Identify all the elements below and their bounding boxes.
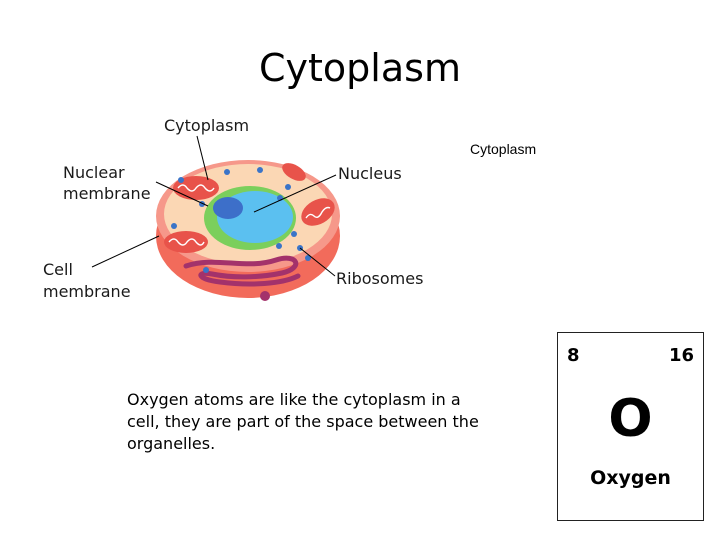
nucleolus (213, 197, 243, 219)
leader-lines (91, 135, 337, 277)
element-name: Oxygen (590, 467, 671, 489)
label-cell-membrane-line1: Cell (43, 260, 73, 279)
label-nucleus: Nucleus (338, 164, 402, 183)
endoplasmic-reticulum (183, 255, 301, 287)
side-label: Cytoplasm (470, 141, 537, 157)
label-nuclear-membrane-line1: Nuclear (63, 163, 125, 182)
vesicle (260, 291, 270, 301)
slide-title: Cytoplasm (259, 46, 461, 90)
element-symbol: O (608, 389, 653, 449)
label-ribosomes: Ribosomes (336, 269, 424, 288)
mitochondrion-top-right (282, 163, 306, 181)
label-cell-membrane-line2: membrane (43, 282, 131, 301)
body-text: Oxygen atoms are like the cytoplasm in a… (127, 390, 479, 453)
label-cytoplasm: Cytoplasm (164, 116, 250, 135)
periodic-element-card: 8 16 O Oxygen (557, 332, 704, 521)
mitochondrion-top-left (173, 176, 219, 200)
label-nuclear-membrane-line2: membrane (63, 184, 151, 203)
mitochondrion-bottom-left (164, 231, 208, 253)
cell-diagram-graphic (91, 135, 340, 301)
atomic-number: 8 (567, 345, 580, 366)
mitochondrion-right (301, 198, 335, 226)
atomic-mass: 16 (668, 345, 694, 366)
cell-diagram: Cytoplasm Nuclear membrane Nucleus Cell … (36, 108, 456, 318)
